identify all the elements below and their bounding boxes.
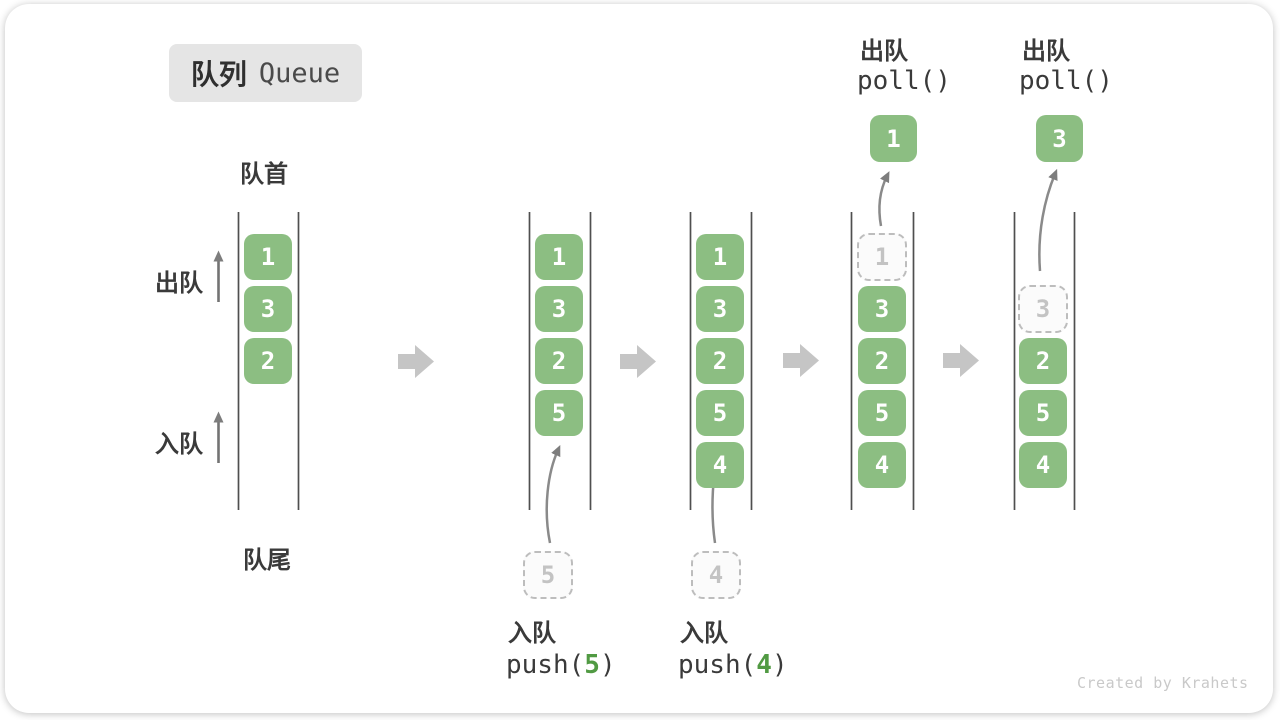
caption-dequeue-code: poll() [1019, 66, 1113, 96]
title-badge: 队列 Queue [169, 44, 362, 102]
queue-cell: 3 [696, 286, 744, 332]
queue-cell: 4 [696, 442, 744, 488]
caption-dequeue-label: 出队 [1022, 38, 1070, 65]
queue-cell-ghost: 1 [857, 233, 907, 281]
queue-cell-ghost: 3 [1018, 285, 1068, 333]
code-text: push( [506, 650, 585, 680]
caption-dequeue-code: poll() [857, 66, 951, 96]
queue-cell: 3 [858, 286, 906, 332]
queue-cell: 4 [1019, 442, 1067, 488]
outgoing-cell: 1 [870, 115, 917, 162]
caption-enqueue-label: 入队 [508, 620, 556, 647]
queue-cell: 2 [1019, 338, 1067, 384]
incoming-cell-ghost: 5 [523, 551, 573, 599]
queue-cell: 1 [535, 234, 583, 280]
diagram-card [5, 4, 1273, 713]
code-text: ) [599, 650, 616, 680]
queue-cell: 5 [1019, 390, 1067, 436]
caption-dequeue-label: 出队 [860, 38, 908, 65]
caption-enqueue-code: push(4) [678, 650, 788, 680]
caption-enqueue-code: push(5) [506, 650, 616, 680]
queue-cell: 1 [244, 234, 292, 280]
incoming-cell-ghost: 4 [691, 551, 741, 599]
queue-cell: 2 [696, 338, 744, 384]
watermark: Created by Krahets [1077, 674, 1249, 692]
label-queue-front: 队首 [240, 161, 288, 188]
code-text: push( [678, 650, 757, 680]
label-dequeue-side: 出队 [155, 270, 203, 297]
queue-cell: 5 [858, 390, 906, 436]
caption-enqueue-label: 入队 [680, 620, 728, 647]
outgoing-cell: 3 [1036, 115, 1083, 162]
code-text: ) [771, 650, 788, 680]
title-zh: 队列 [190, 59, 247, 90]
queue-cell: 2 [535, 338, 583, 384]
queue-cell: 5 [696, 390, 744, 436]
code-arg: 5 [584, 650, 600, 680]
title-en: Queue [258, 57, 341, 89]
queue-cell: 3 [535, 286, 583, 332]
label-enqueue-side: 入队 [155, 431, 203, 458]
label-queue-rear: 队尾 [243, 547, 291, 574]
queue-cell: 1 [696, 234, 744, 280]
queue-cell: 2 [244, 338, 292, 384]
code-arg: 4 [756, 650, 772, 680]
queue-cell: 3 [244, 286, 292, 332]
queue-cell: 5 [535, 390, 583, 436]
queue-cell: 2 [858, 338, 906, 384]
queue-cell: 4 [858, 442, 906, 488]
